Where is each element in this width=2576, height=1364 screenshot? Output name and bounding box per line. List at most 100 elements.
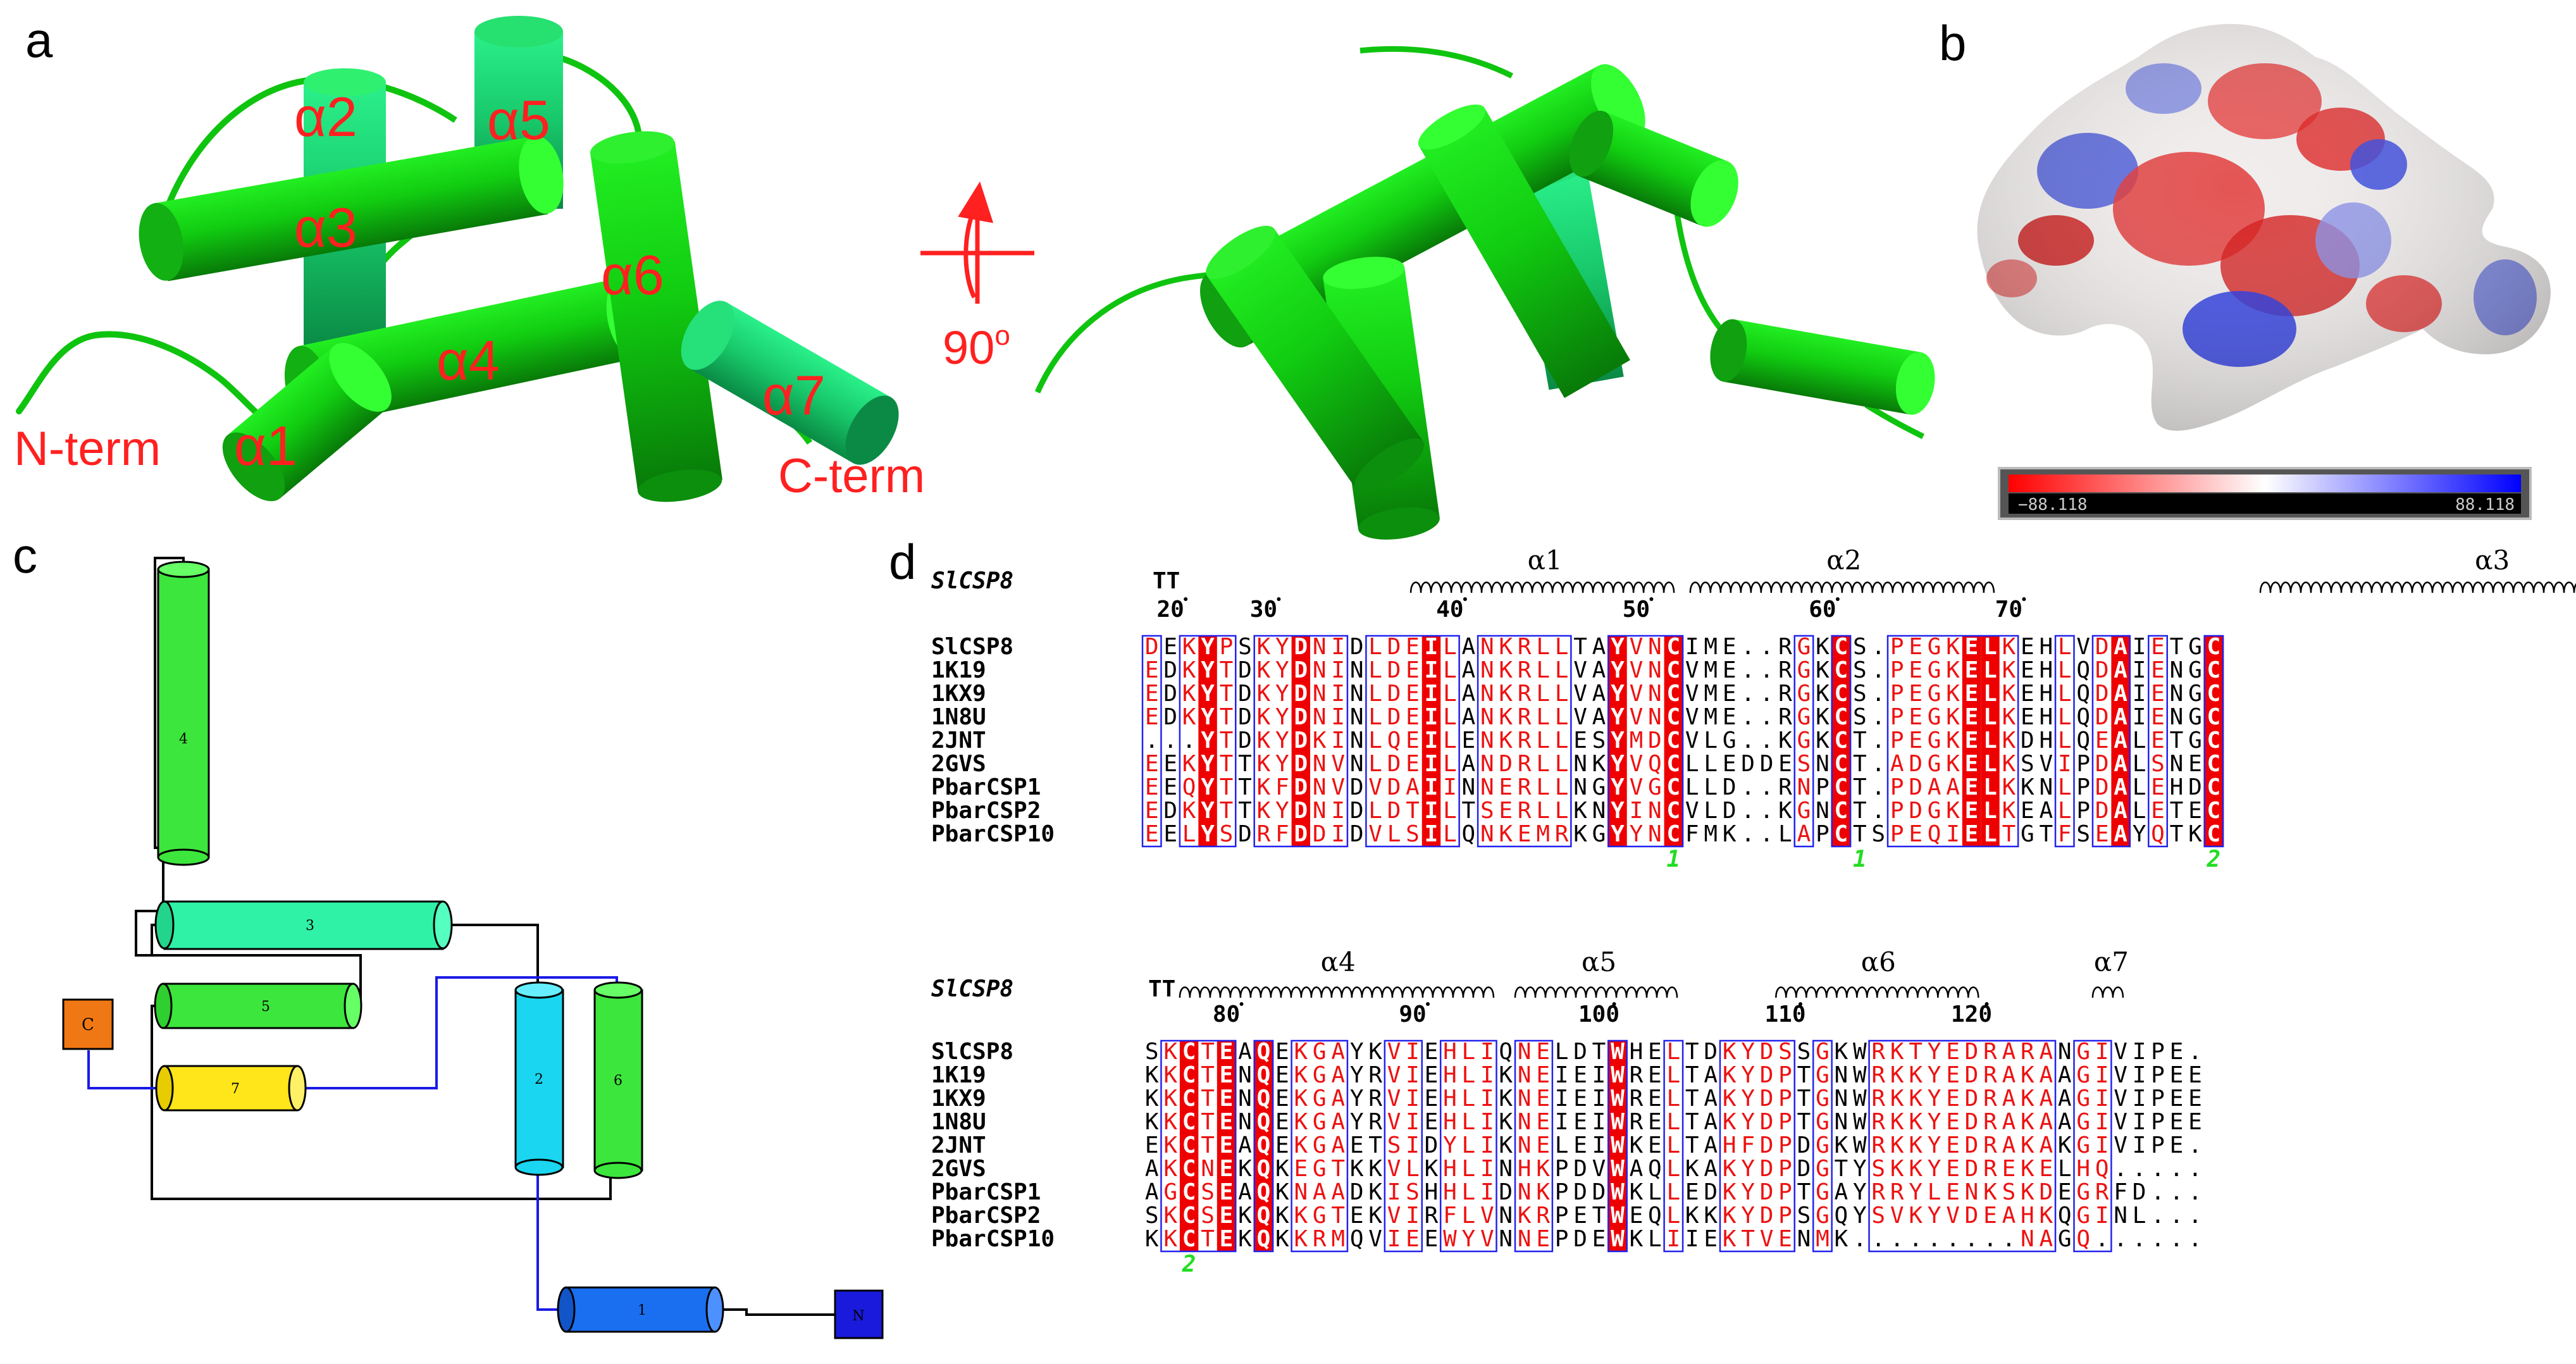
ruler-label: 110 [1765,1001,1806,1027]
sequence-name: SlCSP8 [931,1039,1013,1065]
coil-rotated-c [1864,402,1925,440]
helix-label-a6: α6 [601,244,664,306]
svg-text:6: 6 [614,1073,622,1089]
topology-link-3-2 [443,924,539,990]
sequence-name: 2JNT [931,1132,986,1158]
ruler-tick [1277,597,1281,601]
conserved-column [1198,636,1217,846]
rotation-label: 90o [943,320,1010,374]
ruler-label: 20 [1156,597,1184,623]
helix-label: α3 [2475,545,2510,576]
similarity-box [2091,635,2131,848]
conserved-column [1291,636,1311,846]
similarity-box [1886,635,2019,848]
sequence-name: 2JNT [931,728,986,753]
ruler-tick [2022,597,2026,601]
helix-coil-icon [1179,986,1495,998]
conserved-column [2204,636,2224,846]
svg-text:3: 3 [306,918,314,934]
ruler-tick [1985,1002,1989,1006]
sequence-name: 1N8U [931,1109,986,1135]
helix-label-a4: α4 [437,329,500,392]
rotated-cylinder-down [1206,225,1425,492]
helix-coil-icon [1689,581,1995,593]
similarity-box [1831,635,1852,848]
sequence-name: PbarCSP2 [931,1203,1041,1229]
sequence-name: PbarCSP1 [931,1179,1041,1205]
similarity-box [2073,1039,2112,1253]
potential-scale-bar: −88.118 88.118 [1998,467,2532,520]
electrostatic-surface [1977,23,2551,431]
ruler-label: 90 [1399,1001,1426,1027]
disulfide-number: 2 [2207,846,2221,872]
svg-text:4: 4 [179,731,188,747]
ruler-tick [1649,597,1654,601]
helix-a7-cylinder [681,301,899,465]
topology-link-5-outer [151,1005,612,1200]
panel-b: b −88.118 88.118 [1939,15,2551,520]
similarity-box [1291,1039,1349,1253]
sequence-name: 1KX9 [931,681,986,707]
scale-max-label: 88.118 [2455,495,2515,514]
disulfide-number: 1 [1666,846,1680,872]
coil-rotated-right [1673,208,1723,331]
svg-text:N: N [852,1308,864,1324]
ruler-label: 70 [1995,597,2022,623]
helix-label-a3: α3 [294,196,357,259]
conserved-column [1254,1041,1273,1251]
helix-label: α2 [1826,545,1861,576]
sequence-name: 1KX9 [931,1086,986,1112]
similarity-box [1384,1039,1423,1253]
c-terminus-box: C [62,998,114,1050]
similarity-box [2148,635,2169,848]
helix-label: α1 [1528,545,1563,576]
svg-text:1: 1 [638,1303,647,1318]
conserved-column [1217,1041,1236,1251]
similarity-box [2203,635,2224,848]
conserved-column [1664,636,1683,846]
similarity-box [1253,1039,1274,1253]
topology-helix-3: 3 [154,900,453,950]
sequence-name: PbarCSP10 [931,821,1055,847]
similarity-box [1607,1039,1628,1253]
topology-helix-5: 5 [154,983,362,1029]
svg-text:7: 7 [231,1081,240,1097]
helix-label-a7: α7 [762,364,826,426]
topology-link-7-2 [297,976,618,1089]
rotated-cylinder-right [1710,319,1935,415]
sequence-name: 2GVS [931,1156,986,1182]
conserved-column [1608,636,1627,846]
rotated-cylinder-center [1418,104,1630,399]
turn-label: TT [1153,568,1180,594]
panel-a-letter: a [25,12,53,68]
ruler-tick [1184,597,1188,601]
svg-text:2: 2 [535,1072,543,1088]
c-term-label: C-term [778,449,925,503]
n-term-label: N-term [14,422,161,476]
similarity-box [1179,635,1237,848]
sequence-name: 1N8U [931,704,986,730]
ruler-label: 40 [1436,597,1463,623]
coil-n-term [16,331,269,424]
rotation-arrow-icon [920,181,1034,304]
similarity-box [1719,1039,1795,1253]
reference-name: SlCSP8 [931,568,1013,594]
reference-name: SlCSP8 [931,976,1013,1002]
sequence-name: PbarCSP1 [931,774,1041,800]
ruler-label: 120 [1951,1001,1992,1027]
scale-min-label: −88.118 [2018,495,2088,514]
similarity-box [1160,1039,1237,1253]
sequence-name: PbarCSP2 [931,798,1041,824]
helix-coil-icon [2091,986,2124,998]
topology-link-1-n [715,1308,835,1316]
